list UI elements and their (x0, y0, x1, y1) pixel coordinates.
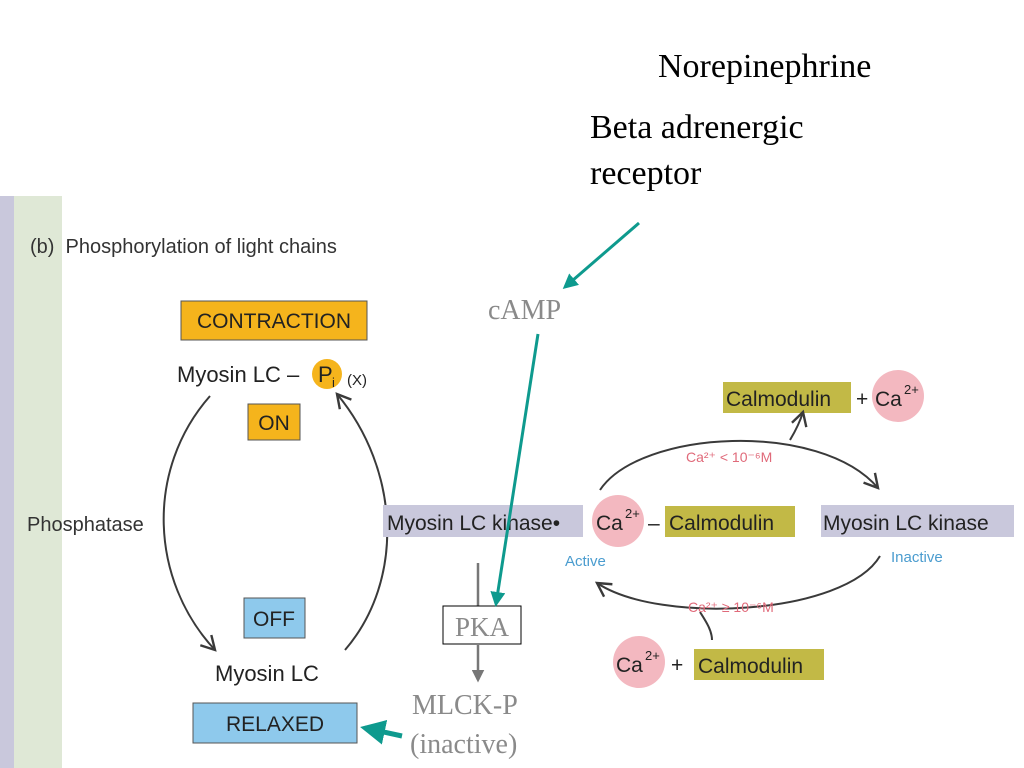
calcium-top-label: Ca (875, 388, 902, 411)
off-label: OFF (253, 608, 295, 631)
calcium-circle-active (592, 495, 644, 547)
myosin-lc-label: Myosin LC (215, 661, 319, 686)
phosphate-p-label: P (318, 362, 333, 387)
calmodulin-bottom-label: Calmodulin (698, 655, 803, 678)
phosphorylation-arrow (335, 392, 389, 651)
mlck-active-band (383, 505, 583, 537)
calmodulin-box-active (665, 506, 795, 537)
calcium-top-charge: 2+ (904, 382, 919, 397)
binding-branch-line (699, 611, 713, 641)
beta-receptor-label-line2: receptor (590, 155, 702, 192)
calcium-bottom-charge: 2+ (645, 648, 660, 663)
calmodulin-box-top (723, 382, 851, 413)
association-arc (594, 555, 881, 610)
release-branch-arrow (789, 409, 808, 441)
dephosphorylation-arrow (162, 395, 217, 652)
calcium-circle-bottom (613, 636, 665, 688)
mlck-inactive-label: Myosin LC kinase (823, 512, 989, 535)
inactive-label: Inactive (891, 549, 943, 566)
beta-receptor-label-line1: Beta adrenergic (590, 109, 804, 146)
relaxed-box (192, 702, 358, 744)
calmodulin-active-label: Calmodulin (669, 512, 774, 535)
off-box (243, 597, 306, 639)
calmodulin-box-bottom (694, 649, 824, 680)
pka-box (442, 605, 522, 645)
phosphate-circle (312, 359, 342, 389)
pka-label: PKA (455, 612, 510, 642)
x-mark-label: (X) (347, 372, 367, 389)
on-label: ON (258, 412, 290, 435)
myosin-lc-phosphorylated-label: Myosin LC – (177, 362, 300, 387)
calcium-active-charge: 2+ (625, 506, 640, 521)
on-box (247, 403, 301, 441)
camp-to-pka-arrow (490, 333, 540, 607)
phosphatase-label: Phosphatase (27, 514, 144, 536)
calcium-bottom-label: Ca (616, 654, 643, 677)
receptor-to-camp-arrow (562, 221, 640, 289)
calmodulin-top-label: Calmodulin (726, 388, 831, 411)
mlck-p-label: MLCK-P (412, 690, 518, 721)
mlck-p-inactive-label: (inactive) (410, 729, 517, 760)
plus-top: + (856, 388, 868, 411)
active-label: Active (565, 553, 606, 570)
phosphate-subscript: i (332, 375, 335, 390)
relaxed-label: RELAXED (226, 713, 324, 736)
dissociation-arc (599, 439, 880, 491)
mlckp-to-relaxed-arrow (360, 720, 403, 745)
high-calcium-condition: Ca²⁺ ≥ 10⁻⁶M (688, 599, 774, 615)
mlck-inactive-band (821, 505, 1014, 537)
norepinephrine-label: Norepinephrine (658, 48, 871, 85)
camp-label: cAMP (488, 295, 561, 326)
contraction-label: CONTRACTION (197, 310, 351, 333)
left-edge-band (0, 196, 14, 768)
complex-dash: – (648, 512, 660, 535)
calcium-active-label: Ca (596, 512, 623, 535)
left-green-strip (14, 196, 62, 768)
contraction-box (180, 300, 368, 341)
figure-heading: (b) Phosphorylation of light chains (30, 236, 337, 258)
calcium-circle-top (872, 370, 924, 422)
plus-bottom: + (671, 654, 683, 677)
mlck-active-label: Myosin LC kinase• (387, 512, 560, 535)
low-calcium-condition: Ca²⁺ < 10⁻⁶M (686, 449, 772, 465)
